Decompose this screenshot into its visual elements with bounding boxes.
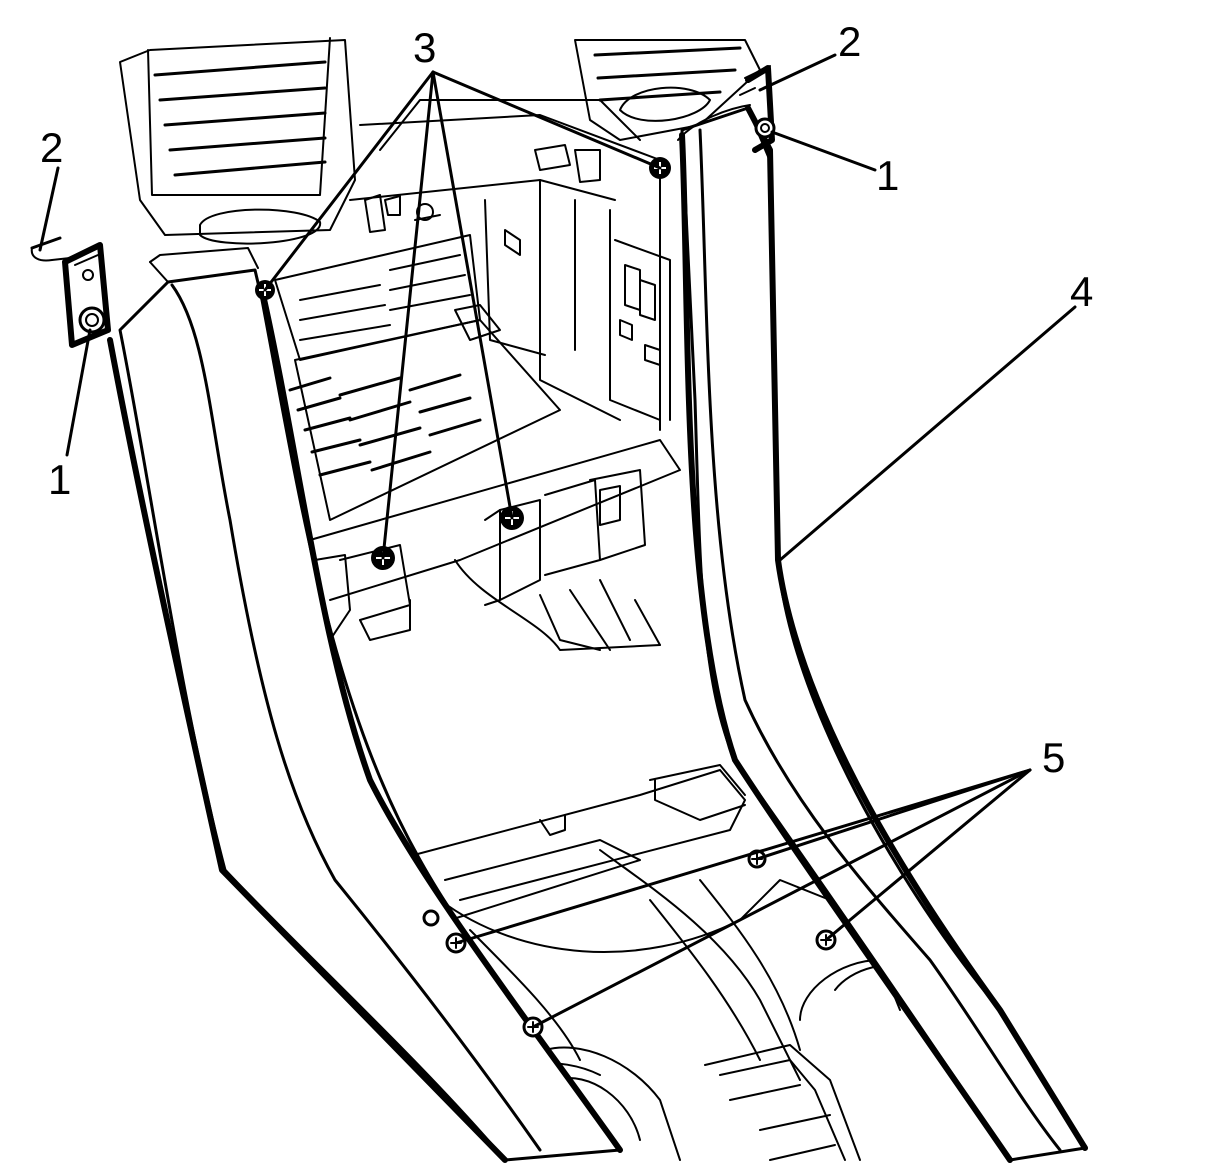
leader-4: [778, 305, 1077, 562]
leader-3-a: [263, 70, 435, 292]
dashboard-vent-left: [119, 37, 356, 245]
radio-cavity-frame: [349, 99, 671, 431]
leader-5-d: [824, 768, 1032, 942]
callout-3: 3: [413, 24, 436, 71]
leader-1-left: [65, 328, 92, 457]
callout-4: 4: [1070, 268, 1093, 315]
radio-chassis-perforated: [274, 234, 561, 521]
leader-lines: [38, 53, 1077, 1029]
leader-5-a: [454, 768, 1032, 945]
leader-5-b: [531, 768, 1032, 1029]
callout-5: 5: [1042, 734, 1065, 781]
right-console-trim-panel: [677, 104, 1088, 1163]
screw-1-left: [78, 306, 106, 334]
bracket-left: [30, 236, 111, 348]
lower-bracket-assembly: [309, 439, 681, 651]
leader-3-d: [431, 70, 662, 170]
left-console-trim-panel: [107, 247, 623, 1163]
screw-1-right: [754, 117, 776, 139]
callout-2-left: 2: [40, 124, 63, 171]
leader-3-c: [431, 70, 514, 520]
callout-2-right: 2: [838, 18, 861, 65]
leader-3-b: [381, 70, 435, 560]
callout-1-right: 1: [876, 152, 899, 199]
leader-5-c: [755, 768, 1032, 861]
leader-1-right: [770, 130, 877, 172]
leader-2-right: [758, 53, 837, 92]
leader-2-left: [38, 166, 60, 252]
bracket-right: [739, 65, 775, 153]
screw-5-hidden: [422, 909, 440, 927]
callout-1-left: 1: [48, 456, 71, 503]
